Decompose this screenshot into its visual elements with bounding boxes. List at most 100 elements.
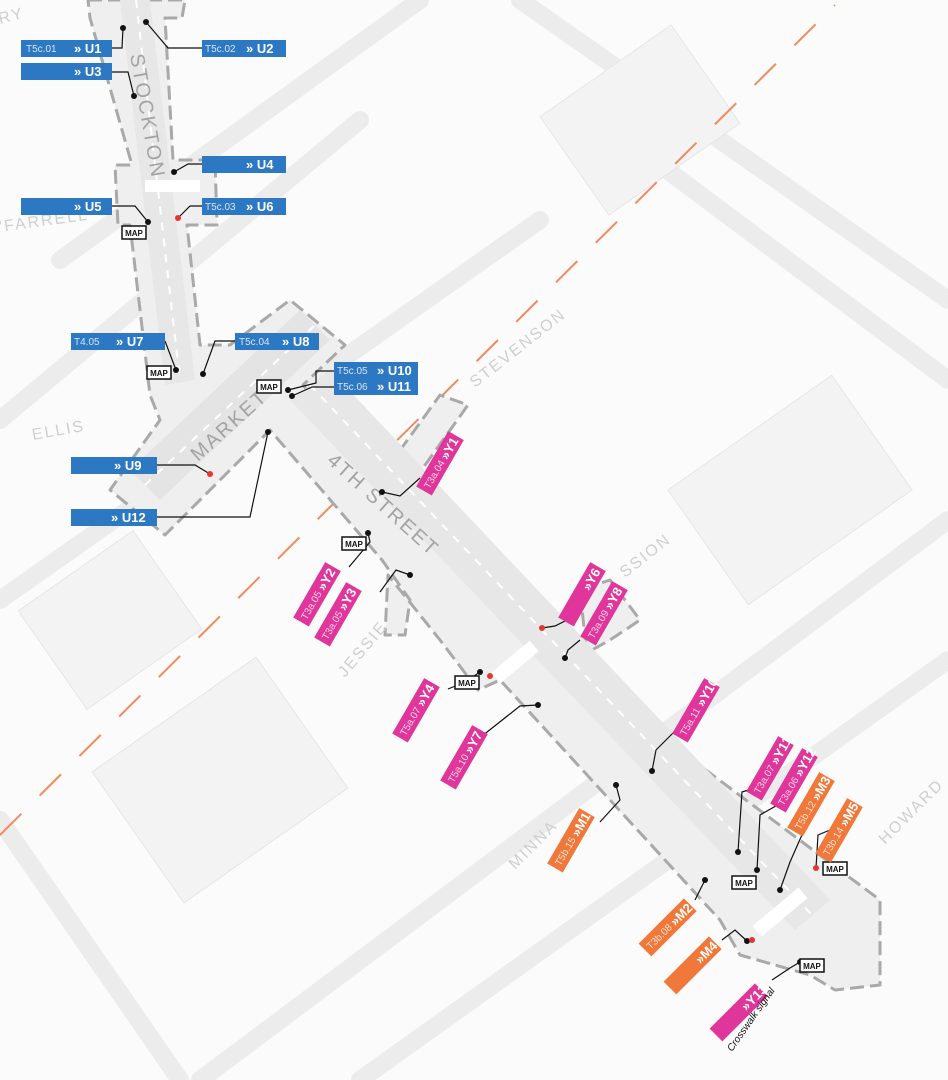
fourth-street-band bbox=[290, 370, 830, 930]
stop-dot-icons bbox=[120, 19, 803, 965]
street-mission: SSION bbox=[617, 531, 675, 581]
stop-dot-icon[interactable] bbox=[754, 867, 760, 873]
stop-code: T5c.02 bbox=[205, 44, 236, 55]
map-kiosk-icon[interactable]: MAP bbox=[146, 365, 172, 380]
stop-label-m5[interactable]: T3b.14 »M5 bbox=[815, 798, 863, 863]
map-kiosks: MAP MAP MAP MAP MAP MAP MAP MAP bbox=[121, 225, 848, 973]
stop-dot-icon[interactable] bbox=[145, 219, 151, 225]
stop-id: » U9 bbox=[114, 458, 141, 473]
map-kiosk-label: MAP bbox=[826, 865, 844, 874]
stop-label-u11[interactable]: T5c.06 » U11 bbox=[334, 378, 418, 395]
stop-code: T5c.06 bbox=[337, 382, 368, 393]
street-geary: RY bbox=[0, 5, 26, 28]
stop-dot-icon[interactable] bbox=[702, 877, 708, 883]
stop-dot-icon[interactable] bbox=[744, 938, 750, 944]
stop-label-m2[interactable]: T3b.08 »M2 bbox=[638, 898, 697, 957]
stop-label-u2[interactable]: T5c.02 » U2 bbox=[202, 40, 286, 57]
stop-dot-icon[interactable] bbox=[777, 887, 783, 893]
stop-label-y11[interactable]: T3a.07 »Y11 bbox=[746, 733, 795, 801]
signal-dot-icon[interactable] bbox=[207, 471, 213, 477]
map-kiosk-label: MAP bbox=[803, 962, 821, 971]
stop-dot-icon[interactable] bbox=[120, 25, 126, 31]
stop-label-m4[interactable]: »M4 bbox=[663, 936, 722, 995]
stop-id: » U12 bbox=[111, 510, 146, 525]
map-kiosk-label: MAP bbox=[458, 679, 476, 688]
stop-dot-icon[interactable] bbox=[735, 849, 741, 855]
stop-dot-icon[interactable] bbox=[285, 387, 291, 393]
stop-label-u4[interactable]: » U4 bbox=[202, 156, 286, 173]
stop-id: » U11 bbox=[377, 379, 411, 394]
map-kiosk-icon[interactable]: MAP bbox=[454, 675, 480, 690]
stop-dot-icon[interactable] bbox=[562, 655, 568, 661]
stop-id: » U6 bbox=[246, 199, 273, 214]
stop-dot-icon[interactable] bbox=[365, 530, 371, 536]
lane-markings bbox=[135, 0, 813, 916]
stop-dot-icon[interactable] bbox=[649, 768, 655, 774]
route-dash-line bbox=[0, 4, 836, 836]
street-jessie: JESSIE bbox=[335, 618, 391, 680]
stop-code: T4.05 bbox=[74, 337, 100, 348]
stop-id: » U4 bbox=[246, 157, 274, 172]
stop-label-u3[interactable]: » U3 bbox=[21, 63, 112, 80]
stop-label-u6[interactable]: T5c.03 » U6 bbox=[202, 198, 286, 215]
map-kiosk-icon[interactable]: MAP bbox=[799, 958, 825, 973]
stop-dot-icon[interactable] bbox=[477, 669, 483, 675]
blue-stop-labels: T5c.01 » U1 T5c.02 » U2 » U3 » U4 » U5 T… bbox=[21, 40, 418, 526]
corridor bbox=[86, 0, 882, 992]
street-ellis: ELLIS bbox=[31, 418, 87, 444]
map-kiosk-label: MAP bbox=[150, 369, 168, 378]
stop-label-u9[interactable]: » U9 bbox=[71, 457, 157, 474]
map-kiosk-icon[interactable]: MAP bbox=[121, 225, 147, 240]
stop-code: T5c.03 bbox=[205, 202, 236, 213]
stop-dot-icon[interactable] bbox=[379, 489, 385, 495]
signal-dot-icon[interactable] bbox=[749, 937, 755, 943]
stop-id: » U5 bbox=[74, 199, 101, 214]
crosswalks bbox=[145, 180, 808, 937]
map-kiosk-label: MAP bbox=[735, 879, 753, 888]
signal-dot-icons bbox=[175, 215, 819, 943]
stop-id: » U10 bbox=[377, 363, 412, 378]
stop-dot-icon[interactable] bbox=[131, 93, 137, 99]
stop-code: T5c.04 bbox=[239, 337, 270, 348]
stop-label-u10[interactable]: T5c.05 » U10 bbox=[334, 362, 418, 379]
signal-dot-icon[interactable] bbox=[175, 215, 181, 221]
light-blocks bbox=[17, 24, 913, 904]
stop-dot-icon[interactable] bbox=[143, 19, 149, 25]
signal-dot-icon[interactable] bbox=[813, 865, 819, 871]
stop-id: » U1 bbox=[74, 41, 101, 56]
map-kiosk-icon[interactable]: MAP bbox=[256, 379, 282, 394]
map-kiosk-label: MAP bbox=[260, 383, 278, 392]
stop-label-y10[interactable]: T5a.11 »Y10 bbox=[672, 674, 722, 743]
map-kiosk-icon[interactable]: MAP bbox=[731, 875, 757, 890]
stop-dot-icon[interactable] bbox=[171, 169, 177, 175]
map-kiosk-icon[interactable]: MAP bbox=[341, 536, 367, 551]
stop-dot-icon[interactable] bbox=[200, 371, 206, 377]
stop-dot-icon[interactable] bbox=[613, 782, 619, 788]
map-kiosk-label: MAP bbox=[345, 540, 363, 549]
stop-label-u8[interactable]: T5c.04 » U8 bbox=[235, 333, 319, 350]
stop-label-u7[interactable]: T4.05 » U7 bbox=[71, 333, 165, 350]
signal-dot-icon[interactable] bbox=[487, 673, 493, 679]
stop-label-u1[interactable]: T5c.01 » U1 bbox=[21, 40, 112, 57]
stop-label-u12[interactable]: » U12 bbox=[71, 509, 157, 526]
stop-code: T5c.01 bbox=[26, 44, 57, 55]
street-howard: HOWARD bbox=[876, 776, 948, 848]
stop-code: T5c.05 bbox=[337, 366, 368, 377]
stop-dot-icon[interactable] bbox=[289, 393, 295, 399]
map-kiosk-icon[interactable]: MAP bbox=[822, 861, 848, 876]
stop-dot-icon[interactable] bbox=[407, 572, 413, 578]
stop-id: » U3 bbox=[74, 64, 101, 79]
stop-id: » U8 bbox=[282, 334, 309, 349]
stop-dot-icon[interactable] bbox=[173, 367, 179, 373]
rotated-stop-labels: T3a.04 »Y1 T3a.05 »Y2 T3a.05 »Y3 »Y6 T3a… bbox=[293, 431, 863, 1042]
stop-label-y7[interactable]: T5a.10 »Y7 bbox=[440, 725, 488, 790]
stop-id: » U2 bbox=[246, 41, 273, 56]
signal-dot-icon[interactable] bbox=[539, 625, 545, 631]
stop-dot-icon[interactable] bbox=[265, 429, 271, 435]
stop-label-y4[interactable]: T5a.07 »Y4 bbox=[392, 678, 440, 743]
stop-id: » U7 bbox=[116, 334, 143, 349]
map-kiosk-label: MAP bbox=[125, 229, 143, 238]
stop-label-u5[interactable]: » U5 bbox=[21, 198, 112, 215]
stop-dot-icon[interactable] bbox=[535, 702, 541, 708]
